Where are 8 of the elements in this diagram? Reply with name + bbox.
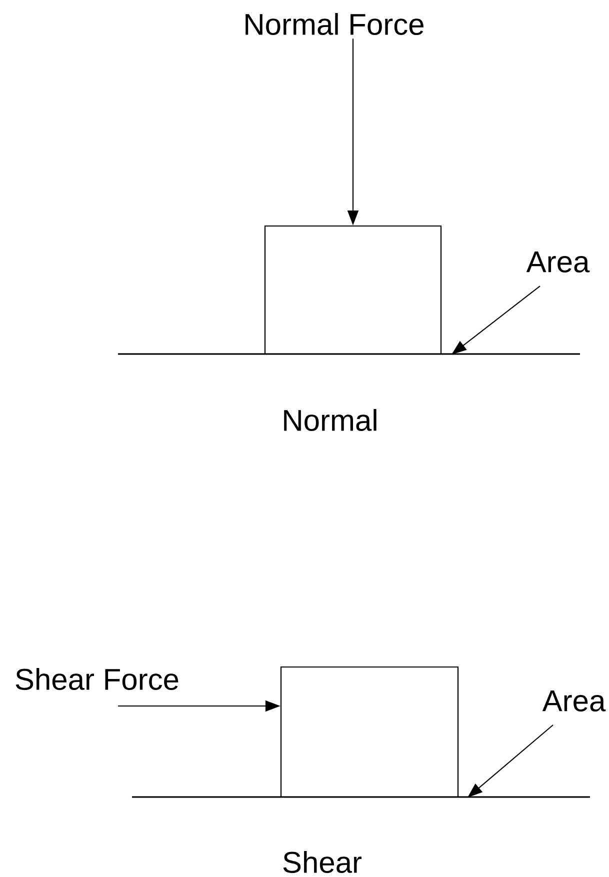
area-label: Area bbox=[526, 252, 590, 272]
block bbox=[264, 225, 442, 355]
area-label: Area bbox=[542, 690, 606, 712]
caption: Shear bbox=[283, 850, 362, 874]
caption: Normal bbox=[284, 409, 376, 432]
block bbox=[280, 666, 459, 798]
force-label: Shear Force bbox=[16, 668, 178, 690]
force-label: Normal Force bbox=[246, 13, 424, 36]
